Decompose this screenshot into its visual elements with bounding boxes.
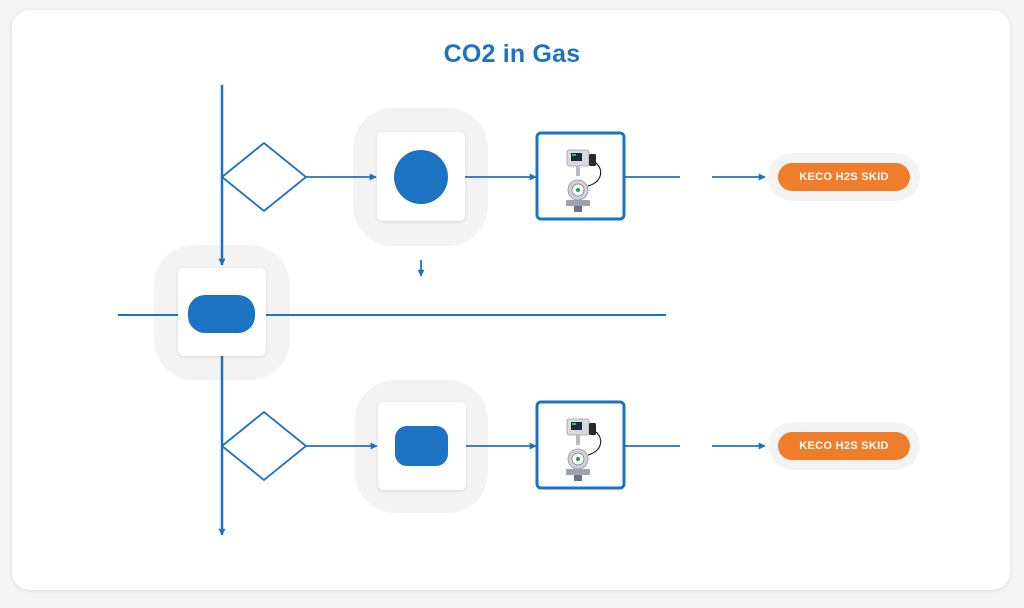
diagram-title: CO2 in Gas — [443, 40, 581, 68]
bottom-gas-analyzer-icon — [566, 418, 602, 481]
top-decision-diamond-icon — [220, 141, 308, 213]
bottom-decision-diamond-icon — [220, 410, 308, 482]
top-circle-icon — [394, 150, 448, 204]
bottom-output-label: KECO H2S SKID — [778, 432, 910, 460]
bottom-drum-icon — [395, 426, 448, 466]
top-gas-analyzer-icon — [566, 149, 602, 212]
top-instrument-box — [535, 131, 626, 221]
top-output-label: KECO H2S SKID — [778, 163, 910, 191]
bottom-instrument-box — [535, 400, 626, 490]
center-vessel-icon — [188, 295, 255, 333]
